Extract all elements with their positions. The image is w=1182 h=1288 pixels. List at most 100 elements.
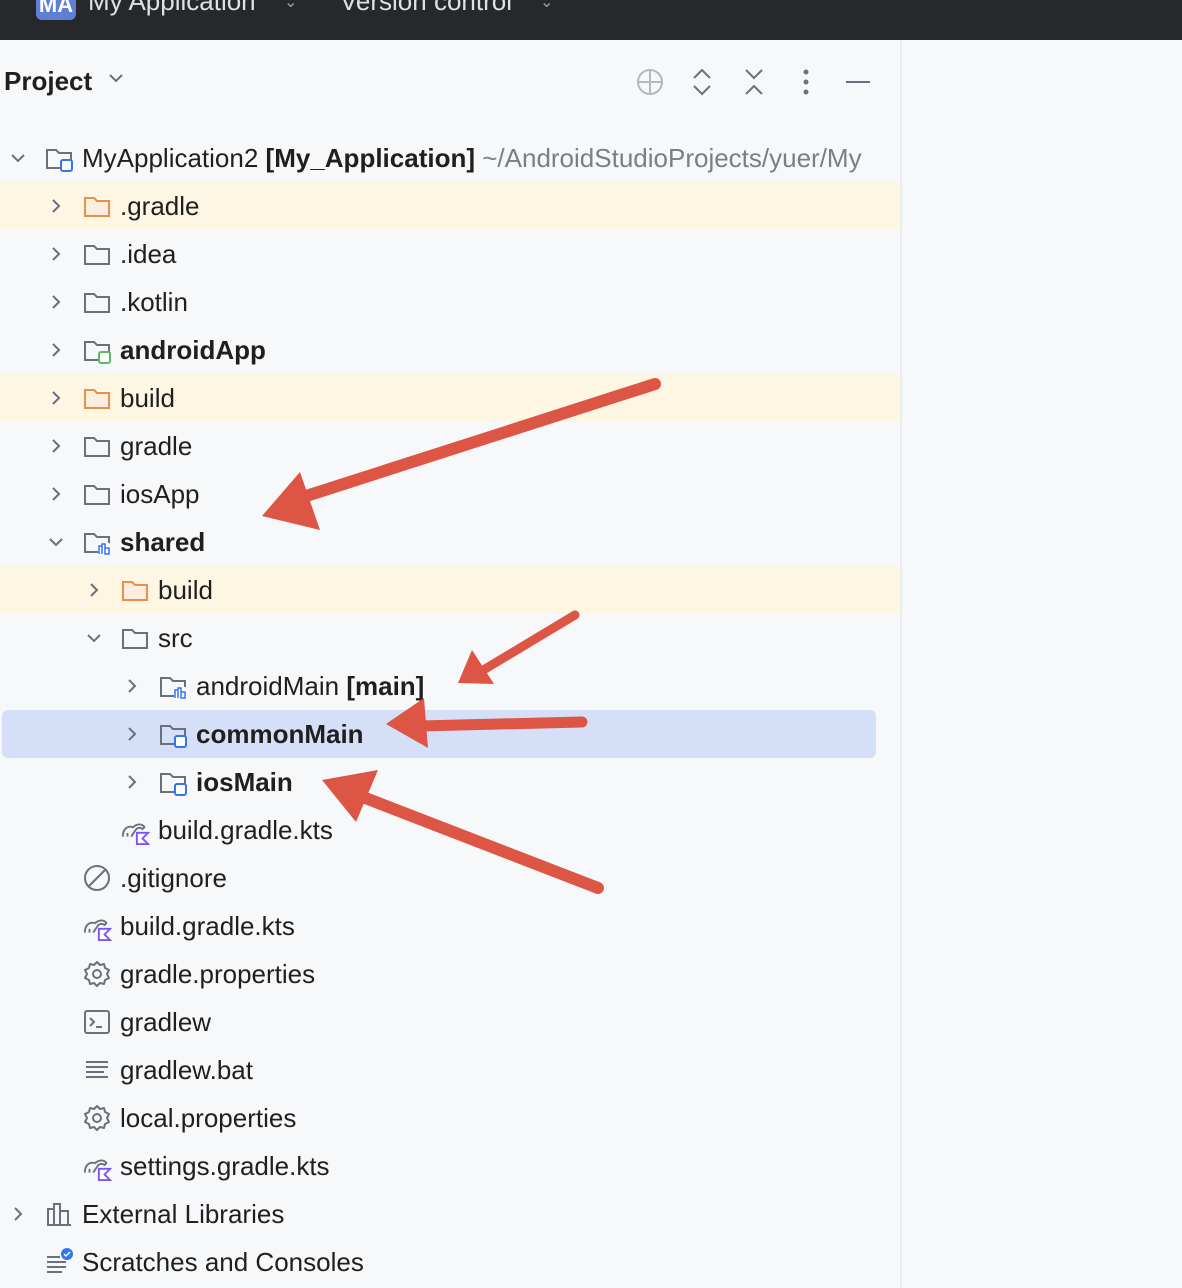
folder-icon	[82, 479, 112, 509]
chevron-down-icon[interactable]	[46, 532, 66, 552]
node-label: gradlew.bat	[120, 1054, 253, 1085]
gradle-kotlin-icon	[82, 1151, 112, 1181]
tree-node[interactable]: .gitignore	[0, 854, 900, 902]
android-module-icon	[82, 335, 112, 365]
chevron-right-icon[interactable]	[8, 1204, 28, 1224]
excluded-folder-icon	[82, 383, 112, 413]
chevron-down-icon[interactable]	[84, 628, 104, 648]
expand-all-icon[interactable]	[686, 66, 718, 98]
gear-icon	[82, 1103, 112, 1133]
chevron-right-icon[interactable]	[46, 244, 66, 264]
locate-icon[interactable]	[634, 66, 666, 98]
module-folder-icon	[158, 719, 188, 749]
node-label: gradle	[120, 430, 193, 461]
chevron-right-icon[interactable]	[46, 292, 66, 312]
tree-node[interactable]: build.gradle.kts	[0, 902, 900, 950]
folder-icon	[120, 623, 150, 653]
tree-node[interactable]: gradle.properties	[0, 950, 900, 998]
chevron-right-icon[interactable]	[46, 196, 66, 216]
vcs-menu[interactable]: Version control	[340, 0, 512, 16]
node-label: External Libraries	[82, 1198, 285, 1229]
node-label: build.gradle.kts	[120, 910, 295, 941]
node-label: build	[120, 382, 175, 413]
tree-node[interactable]: gradle	[0, 422, 900, 470]
node-label: build.gradle.kts	[158, 814, 333, 845]
node-label: gradle.properties	[120, 958, 316, 989]
editor-area	[900, 40, 1182, 1288]
node-label: settings.gradle.kts	[120, 1150, 330, 1181]
gear-icon	[82, 959, 112, 989]
excluded-folder-icon	[82, 191, 112, 221]
module-folder-icon	[158, 767, 188, 797]
gradle-kotlin-icon	[120, 815, 150, 845]
chevron-down-icon[interactable]: ⌄	[284, 0, 298, 11]
tree-node[interactable]: shared	[0, 518, 900, 566]
tree-node[interactable]: src	[0, 614, 900, 662]
module-folder-icon	[44, 143, 74, 173]
node-label: iosMain	[196, 766, 293, 797]
node-label: .gitignore	[120, 862, 227, 893]
chevron-right-icon[interactable]	[84, 580, 104, 600]
node-label: src	[158, 622, 193, 653]
node-label: .idea	[120, 238, 177, 269]
tree-node[interactable]: gradlew.bat	[0, 1046, 900, 1094]
node-label: androidApp	[120, 334, 266, 365]
node-label: gradlew	[120, 1006, 212, 1037]
tree-node[interactable]: gradlew	[0, 998, 900, 1046]
ignore-file-icon	[82, 863, 112, 893]
chevron-right-icon[interactable]	[122, 772, 142, 792]
tree-node[interactable]: iosApp	[0, 470, 900, 518]
tree-node[interactable]: iosMain	[0, 758, 900, 806]
node-label: shared	[120, 526, 206, 557]
tree-node-selected[interactable]: commonMain	[2, 710, 876, 758]
text-file-icon	[82, 1055, 112, 1085]
excluded-folder-icon	[120, 575, 150, 605]
chevron-right-icon[interactable]	[46, 484, 66, 504]
folder-icon	[82, 287, 112, 317]
hide-panel-icon[interactable]	[842, 66, 874, 98]
chevron-right-icon[interactable]	[122, 724, 142, 744]
chevron-right-icon[interactable]	[46, 388, 66, 408]
chevron-down-icon[interactable]	[106, 68, 126, 93]
collapse-all-icon[interactable]	[738, 66, 770, 98]
chevron-right-icon[interactable]	[46, 436, 66, 456]
title-bar: MA My Application ⌄ Version control ⌄	[0, 0, 1182, 40]
project-name[interactable]: My Application	[88, 0, 256, 16]
node-label: iosApp	[120, 478, 200, 509]
library-icon	[44, 1199, 74, 1229]
folder-icon	[82, 431, 112, 461]
tree-node[interactable]: .gradle	[0, 182, 900, 230]
library-module-icon	[158, 671, 188, 701]
tree-node[interactable]: androidApp	[0, 326, 900, 374]
chevron-down-icon[interactable]	[8, 148, 28, 168]
tree-node[interactable]: .idea	[0, 230, 900, 278]
node-label: local.properties	[120, 1102, 297, 1133]
tree-node[interactable]: Scratches and Consoles	[0, 1238, 900, 1286]
node-label: androidMain [main]	[196, 670, 425, 701]
tree-node[interactable]: build.gradle.kts	[0, 806, 900, 854]
project-badge[interactable]: MA	[36, 0, 76, 20]
folder-icon	[82, 239, 112, 269]
tree-node-root[interactable]: MyApplication2 [My_Application] ~/Androi…	[0, 134, 900, 182]
tree-node[interactable]: External Libraries	[0, 1190, 900, 1238]
gradle-kotlin-icon	[82, 911, 112, 941]
node-label: build	[158, 574, 213, 605]
terminal-icon	[82, 1007, 112, 1037]
panel-title[interactable]: Project	[4, 66, 93, 96]
tree-node[interactable]: local.properties	[0, 1094, 900, 1142]
tree-node[interactable]: build	[0, 566, 900, 614]
more-options-icon[interactable]	[790, 66, 822, 98]
chevron-right-icon[interactable]	[46, 340, 66, 360]
node-label: .gradle	[120, 190, 200, 221]
node-label: commonMain	[196, 718, 364, 749]
tree-node[interactable]: androidMain [main]	[0, 662, 900, 710]
chevron-down-icon[interactable]: ⌄	[540, 0, 554, 11]
scratches-icon	[44, 1247, 74, 1277]
tree-node[interactable]: build	[0, 374, 900, 422]
node-label: .kotlin	[120, 286, 188, 317]
library-module-icon	[82, 527, 112, 557]
tree-node[interactable]: settings.gradle.kts	[0, 1142, 900, 1190]
node-label: Scratches and Consoles	[82, 1246, 364, 1277]
tree-node[interactable]: .kotlin	[0, 278, 900, 326]
chevron-right-icon[interactable]	[122, 676, 142, 696]
